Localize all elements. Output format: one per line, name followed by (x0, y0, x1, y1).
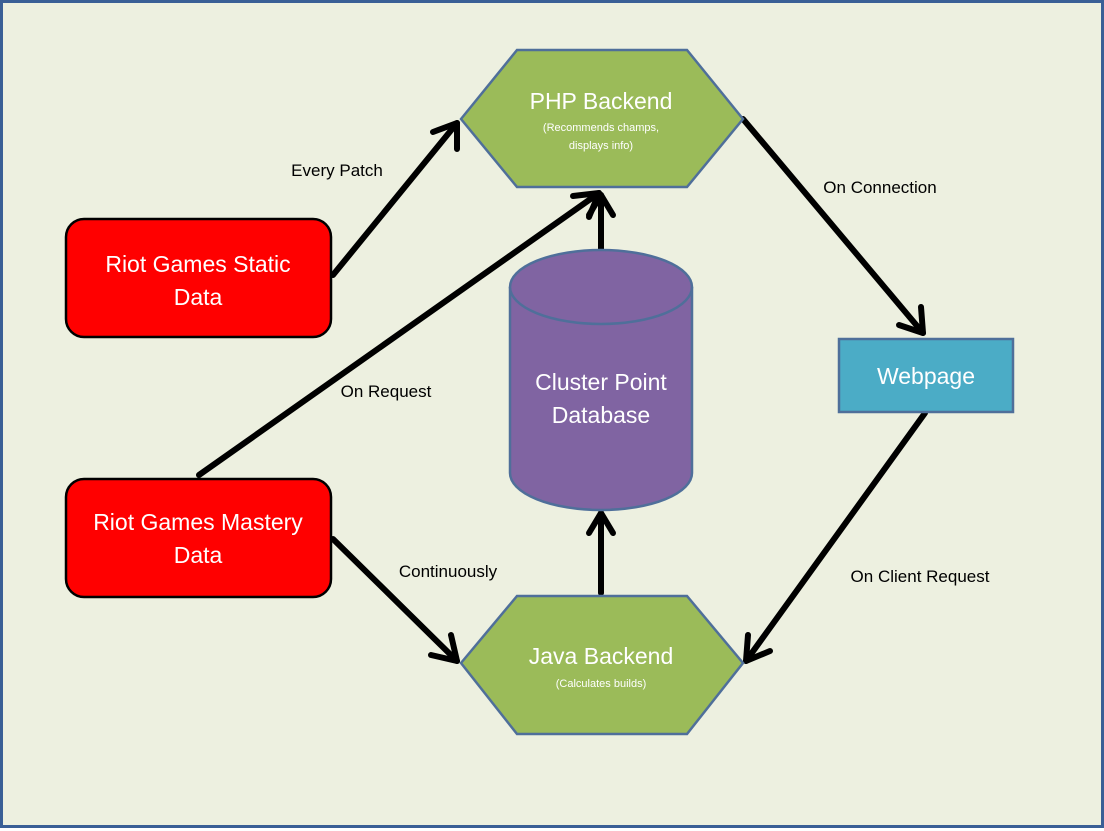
label-continuously: Continuously (399, 562, 498, 581)
arrow-static-to-php (330, 120, 460, 278)
php-backend-sub1: (Recommends champs, (543, 122, 659, 134)
static-data-line2: Data (174, 284, 223, 310)
database-line2: Database (552, 402, 650, 428)
webpage-label: Webpage (877, 363, 975, 389)
php-backend-title: PHP Backend (530, 88, 673, 114)
label-on-client-request: On Client Request (851, 567, 990, 586)
arrow-php-to-webpage (740, 116, 926, 336)
node-database: Cluster Point Database (508, 248, 694, 512)
java-backend-sub1: (Calculates builds) (556, 678, 646, 690)
arrow-webpage-to-java (743, 410, 928, 664)
database-line1: Cluster Point (535, 369, 667, 395)
node-webpage: Webpage (837, 337, 1015, 414)
node-static-data: Riot Games Static Data (64, 217, 333, 339)
mastery-data-line2: Data (174, 542, 223, 568)
node-mastery-data: Riot Games Mastery Data (64, 477, 333, 599)
label-on-connection: On Connection (823, 178, 936, 197)
arrow-mastery-to-java (330, 536, 460, 664)
java-backend-title: Java Backend (529, 643, 673, 669)
diagram-svg: Riot Games Static Data Riot Games Master… (64, 48, 1015, 736)
mastery-data-line1: Riot Games Mastery (93, 509, 303, 535)
label-on-request: On Request (341, 382, 432, 401)
label-every-patch: Every Patch (291, 161, 383, 180)
arrow-java-to-database (586, 510, 616, 596)
node-java-backend: Java Backend (Calculates builds) (459, 594, 745, 736)
static-data-line1: Riot Games Static (105, 251, 290, 277)
node-php-backend: PHP Backend (Recommends champs, displays… (459, 48, 745, 189)
php-backend-sub2: displays info) (569, 140, 633, 152)
